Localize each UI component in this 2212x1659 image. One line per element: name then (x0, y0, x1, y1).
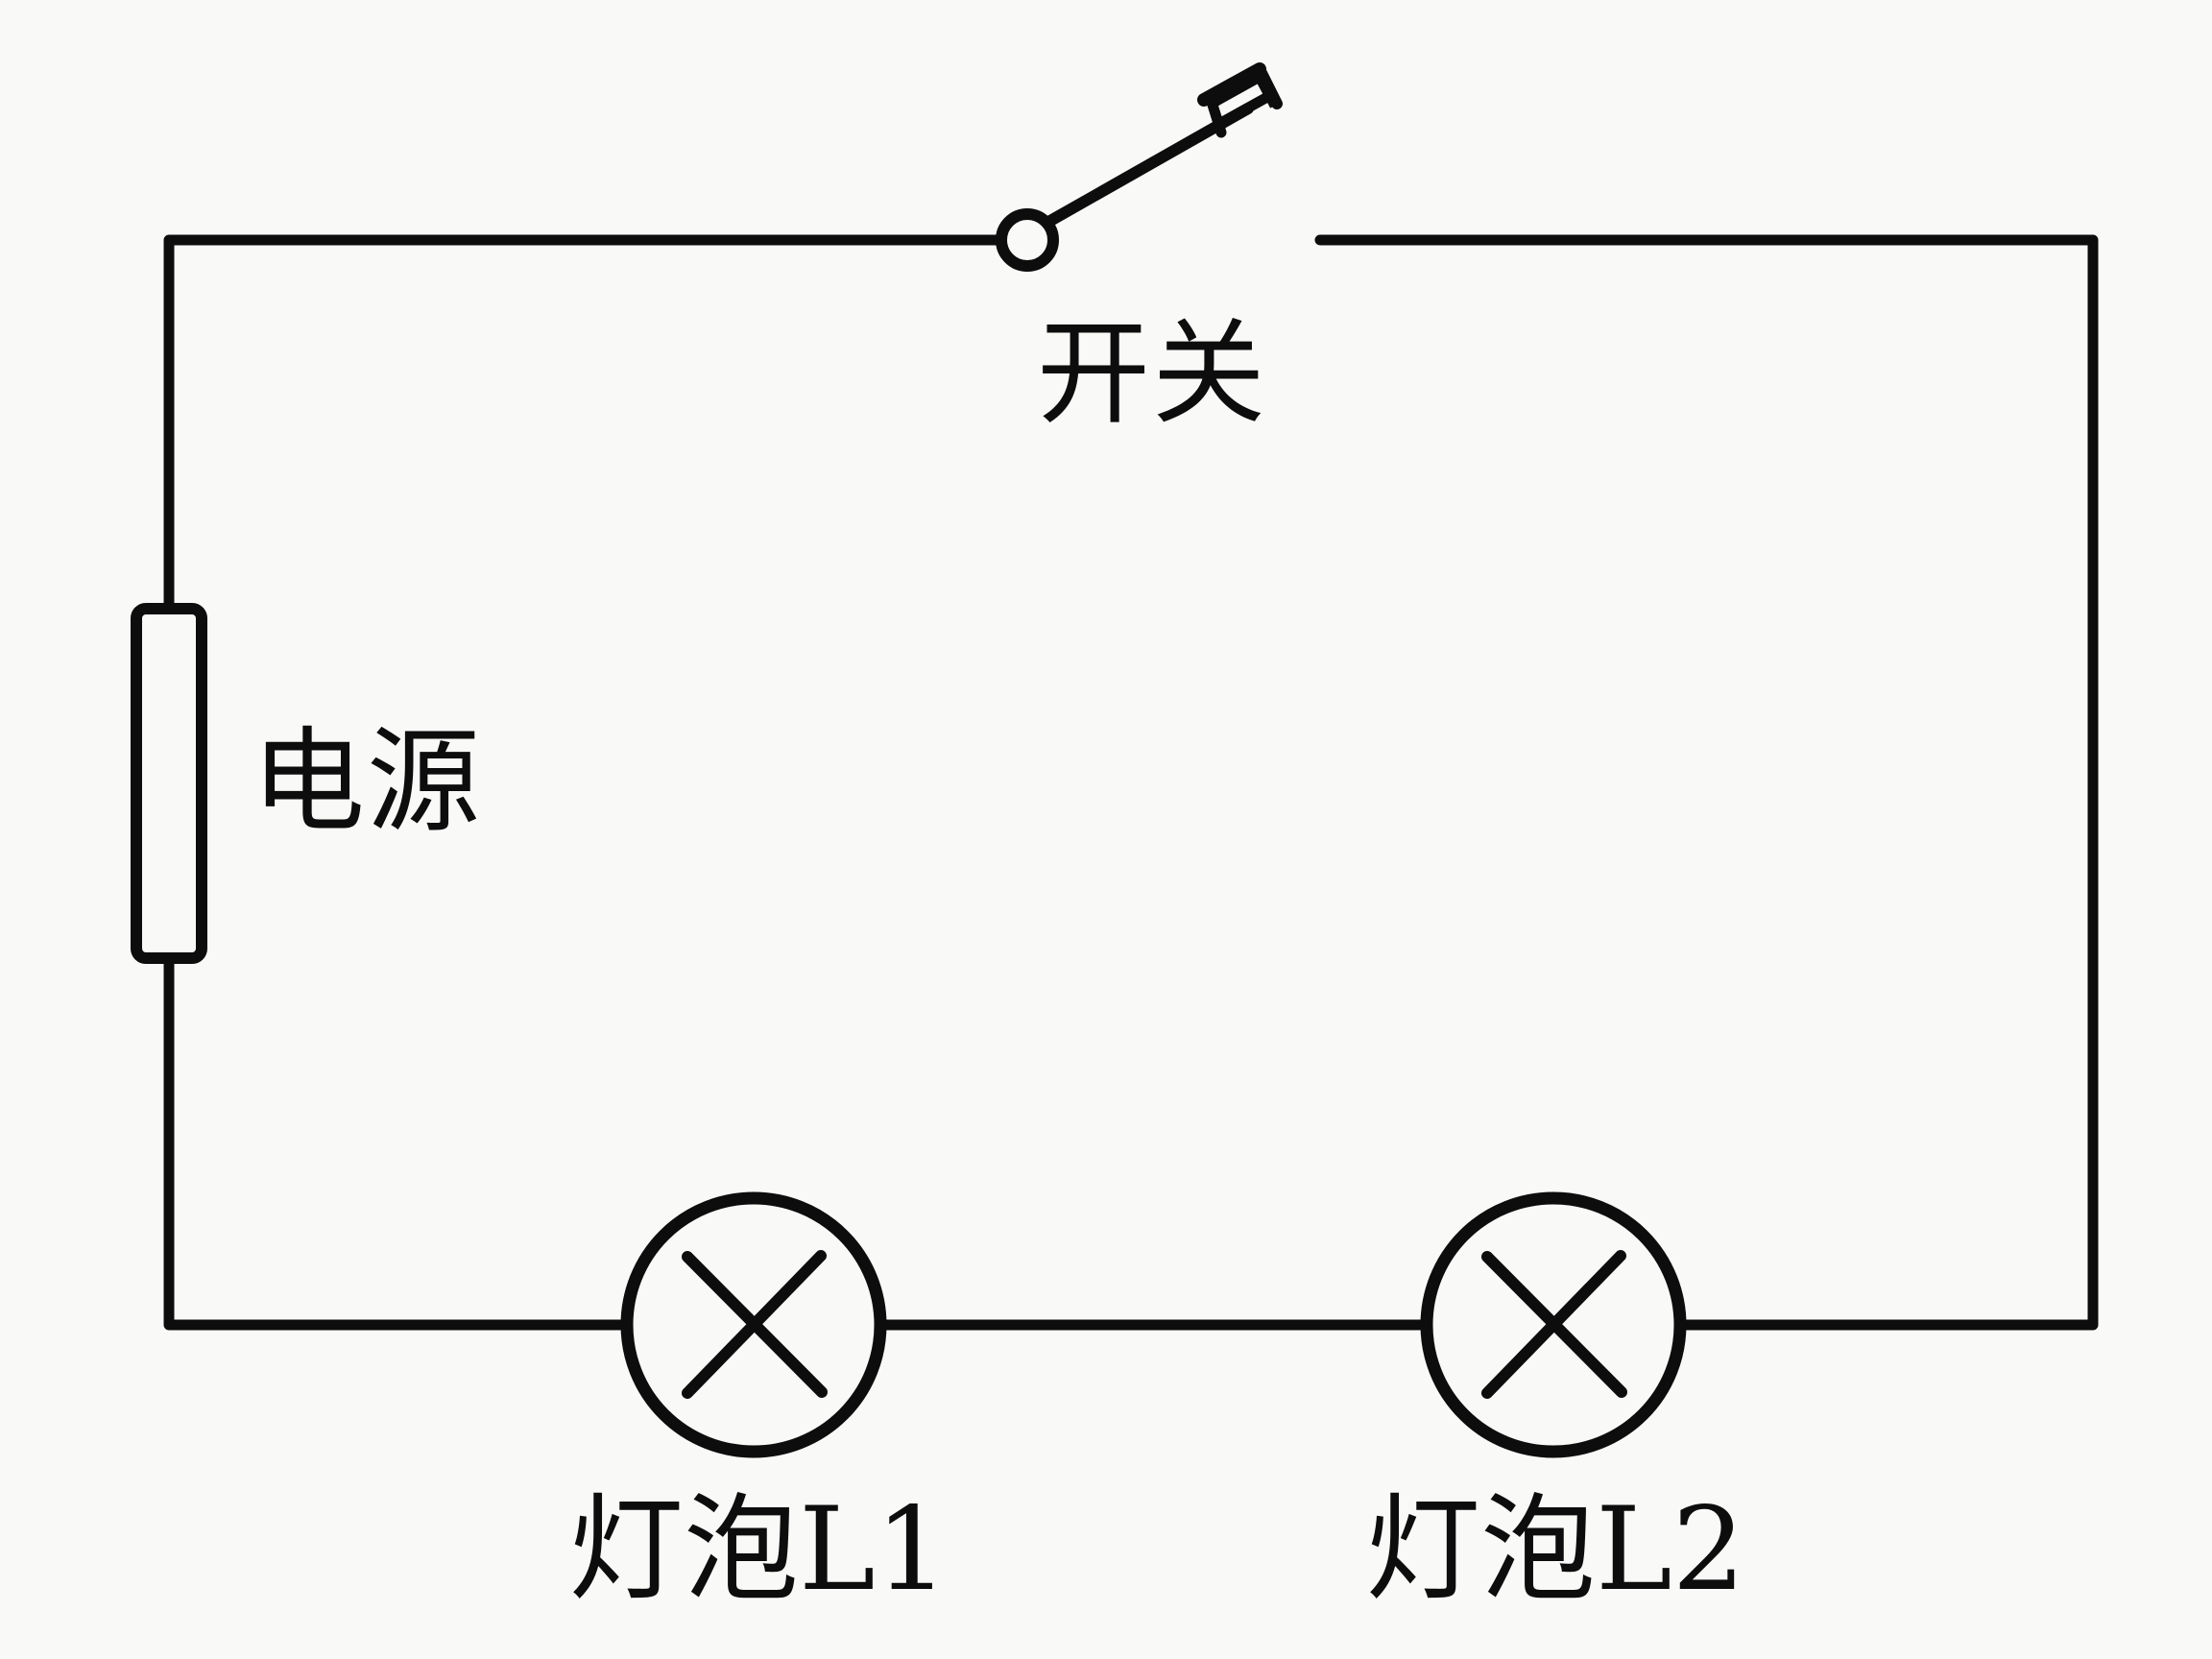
battery-cell-icon[interactable] (131, 603, 207, 964)
switch-open-icon[interactable] (996, 62, 1283, 272)
lamp-l2-label: 灯泡L2 (1365, 1483, 1746, 1617)
lamp-l1-icon[interactable] (620, 1191, 887, 1458)
wire-top-right (1314, 234, 2099, 1331)
switch-label: 开关 (1037, 307, 1268, 440)
lamp-l2-icon[interactable] (1420, 1191, 1687, 1458)
wire-bottom-left (163, 954, 630, 1331)
power-label: 电源 (252, 715, 483, 848)
wire-top-left (163, 234, 1002, 611)
lamp-l1-label: 灯泡L1 (568, 1483, 950, 1617)
